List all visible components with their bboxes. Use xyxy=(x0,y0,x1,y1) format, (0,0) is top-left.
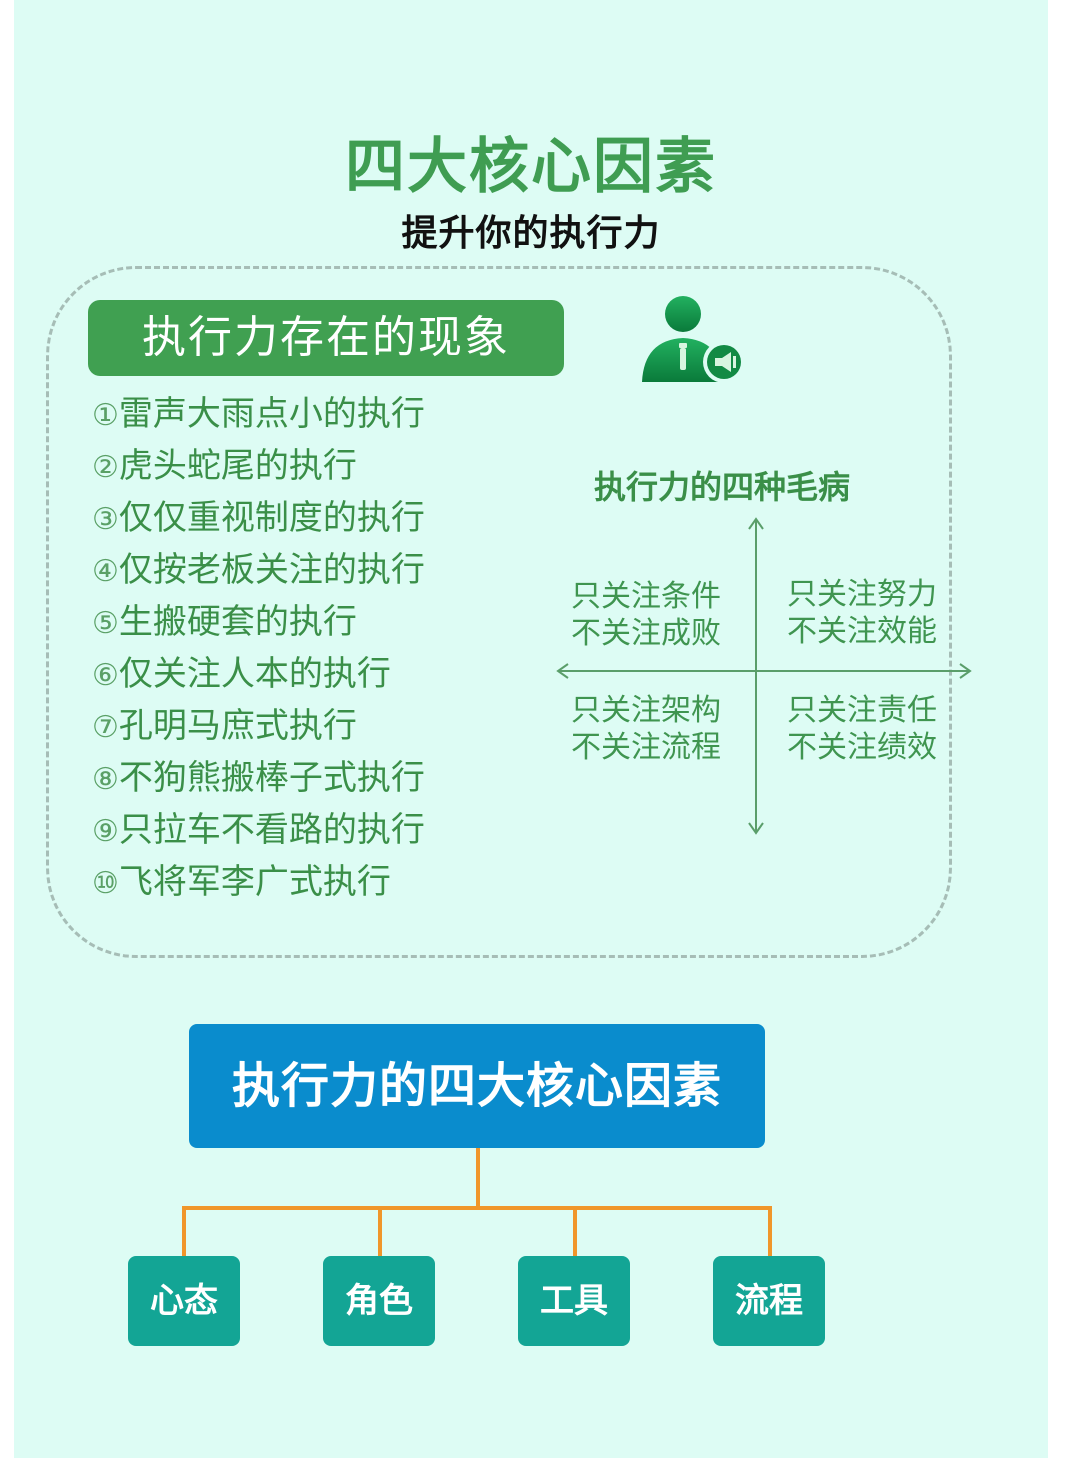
list-item: ④仅按老板关注的执行 xyxy=(92,550,425,590)
phenomena-heading: 执行力存在的现象 xyxy=(88,300,564,376)
factor-process: 流程 xyxy=(713,1256,825,1346)
tree-connectors xyxy=(182,1148,772,1258)
phenomena-list: ①雷声大雨点小的执行 ②虎头蛇尾的执行 ③仅仅重视制度的执行 ④仅按老板关注的执… xyxy=(92,388,425,908)
quadrant-title: 执行力的四种毛病 xyxy=(594,468,851,506)
list-item: ⑨只拉车不看路的执行 xyxy=(92,810,425,850)
quadrant-bottom-left: 只关注架构 不关注流程 xyxy=(571,693,721,765)
factor-mindset: 心态 xyxy=(128,1256,240,1346)
list-item: ②虎头蛇尾的执行 xyxy=(92,446,357,486)
main-title: 四大核心因素 xyxy=(345,132,717,202)
list-item: ⑧不狗熊搬棒子式执行 xyxy=(92,758,425,798)
infographic-canvas: 四大核心因素 提升你的执行力 执行力存在的现象 ①雷声大雨点小的执行 ②虎头蛇尾… xyxy=(14,0,1048,1458)
quadrant-axes xyxy=(556,517,972,835)
factor-role: 角色 xyxy=(323,1256,435,1346)
list-item: ①雷声大雨点小的执行 xyxy=(92,394,425,434)
list-item: ⑤生搬硬套的执行 xyxy=(92,602,357,642)
list-item: ③仅仅重视制度的执行 xyxy=(92,498,425,538)
list-item: ⑥仅关注人本的执行 xyxy=(92,654,391,694)
factor-tools: 工具 xyxy=(518,1256,630,1346)
subtitle: 提升你的执行力 xyxy=(401,213,661,254)
core-factors-root: 执行力的四大核心因素 xyxy=(189,1024,765,1148)
quadrant-bottom-right: 只关注责任 不关注绩效 xyxy=(787,693,937,765)
quadrant-top-left: 只关注条件 不关注成败 xyxy=(571,579,721,651)
quadrant-top-right: 只关注努力 不关注效能 xyxy=(787,577,937,649)
person-megaphone-icon xyxy=(642,296,745,383)
list-item: ⑦孔明马庶式执行 xyxy=(92,706,357,746)
phenomena-panel xyxy=(46,266,952,958)
list-item: ⑩飞将军李广式执行 xyxy=(92,862,391,902)
